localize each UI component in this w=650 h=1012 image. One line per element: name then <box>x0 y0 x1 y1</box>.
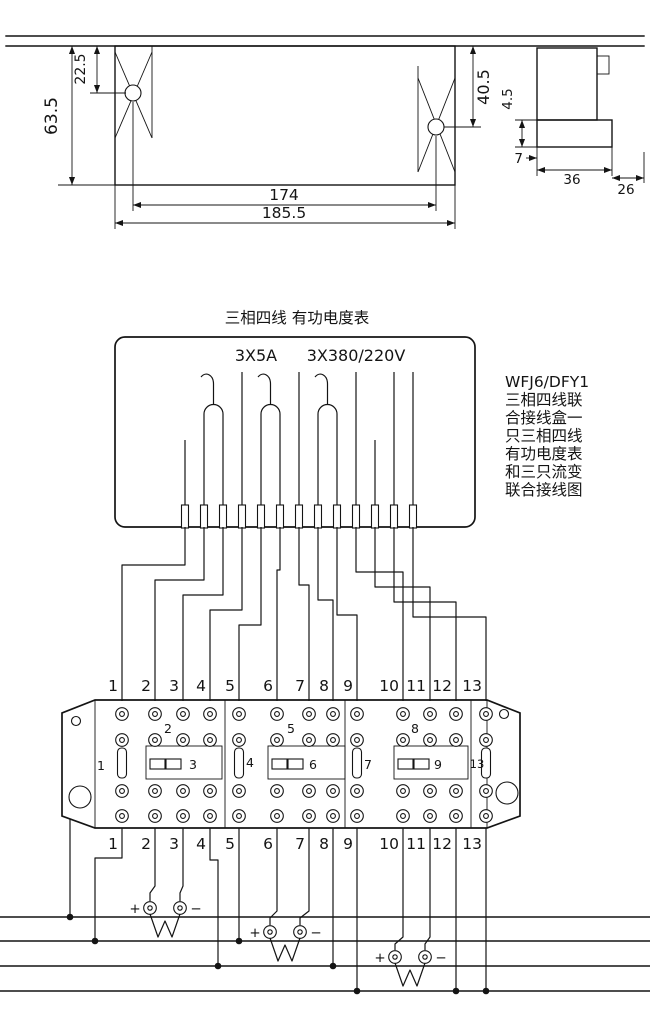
ct-phase-c <box>388 950 432 987</box>
dimension-drawing: 63.5 22.5 40.5 174 185.5 <box>5 35 645 229</box>
note-line: 三相四线联 <box>505 391 583 409</box>
terminal-number-top: 8 <box>319 677 329 695</box>
dim-side-lip: 4.5 <box>500 88 516 109</box>
terminal-block: 1 2 3 4 5 6 7 8 9 13 <box>61 699 521 829</box>
terminal-number-bottom: 9 <box>343 835 353 853</box>
link-label: 3 <box>189 757 197 772</box>
bottom-wiring <box>69 819 487 991</box>
dim-side-edge: 26 <box>617 182 634 198</box>
polarity-plus: + <box>129 901 140 917</box>
meter-rating-voltage: 3X380/220V <box>307 346 406 365</box>
terminal-number-bottom: 1 <box>108 835 118 853</box>
terminal-number-bottom: 2 <box>141 835 151 853</box>
link-label: 8 <box>411 721 419 736</box>
terminal-number-top: 4 <box>196 677 206 695</box>
schematic: 三相四线 有功电度表 3X5A 3X380/220V <box>0 309 650 995</box>
note-line: 和三只流变 <box>505 463 583 481</box>
ct-phase-b <box>263 925 307 962</box>
mounting-hole-left <box>124 84 142 102</box>
polarity-minus: − <box>310 925 321 941</box>
mounting-hole-big-left <box>68 785 92 809</box>
terminal-number-top: 7 <box>295 677 305 695</box>
link-label: 5 <box>287 721 295 736</box>
terminal-number-bottom: 13 <box>462 835 482 853</box>
polarity-minus: − <box>190 901 201 917</box>
link-boxes <box>116 745 492 780</box>
terminal-number-bottom: 11 <box>406 835 426 853</box>
dim-hole-spacing: 174 <box>269 186 299 204</box>
dim-overall-width: 185.5 <box>262 204 306 222</box>
meter-box: 3X5A 3X380/220V <box>114 336 476 529</box>
dim-hole-offset-right: 40.5 <box>474 69 493 105</box>
meter-rating-current: 3X5A <box>235 346 277 365</box>
terminal-number-bottom: 10 <box>379 835 399 853</box>
mounting-hole-small-right <box>498 708 510 720</box>
link-labels: 1 2 3 4 5 6 7 8 9 13 <box>97 721 484 773</box>
link-label: 4 <box>246 755 254 770</box>
terminal-number-top: 10 <box>379 677 399 695</box>
note-line: 只三相四线 <box>505 427 583 445</box>
terminal-number-bottom: 6 <box>263 835 273 853</box>
terminal-number-top: 2 <box>141 677 151 695</box>
note-text: WFJ6/DFY1 三相四线联 合接线盒一 只三相四线 有功电度表 和三只流变 … <box>505 373 589 499</box>
schematic-title: 三相四线 有功电度表 <box>225 309 369 327</box>
terminal-numbers-bottom: 1 2 3 4 5 6 7 8 9 10 11 12 13 <box>108 835 482 853</box>
polarity-plus: + <box>374 950 385 966</box>
meter-terminal-stubs <box>180 504 418 529</box>
dim-side-depth: 36 <box>563 172 580 188</box>
current-transformers: + − + − + − <box>129 901 447 987</box>
mounting-hole-right <box>427 118 445 136</box>
bus-lines <box>0 916 650 992</box>
link-label: 2 <box>164 721 172 736</box>
polarity-plus: + <box>249 925 260 941</box>
top-view <box>5 35 645 186</box>
terminal-numbers-top: 1 2 3 4 5 6 7 8 9 10 11 12 13 <box>108 677 482 695</box>
terminal-number-top: 11 <box>406 677 426 695</box>
dimension-lines: 63.5 22.5 40.5 174 185.5 <box>42 46 493 229</box>
terminal-number-bottom: 4 <box>196 835 206 853</box>
terminal-number-bottom: 8 <box>319 835 329 853</box>
note-line: 合接线盒一 <box>505 409 583 427</box>
link-label: 9 <box>434 757 442 772</box>
terminal-number-bottom: 5 <box>225 835 235 853</box>
dim-hole-offset-left: 22.5 <box>73 53 89 84</box>
terminal-number-top: 1 <box>108 677 118 695</box>
link-label: 6 <box>309 757 317 772</box>
terminal-number-top: 5 <box>225 677 235 695</box>
meter-internal-wiring <box>184 372 414 505</box>
note-line: 联合接线图 <box>505 481 583 499</box>
terminal-number-bottom: 12 <box>432 835 452 853</box>
fan-wires <box>121 527 487 701</box>
terminal-number-bottom: 7 <box>295 835 305 853</box>
link-label: 13 <box>470 757 485 771</box>
note-line: 有功电度表 <box>505 445 583 463</box>
ct-phase-a <box>143 901 187 938</box>
dim-overall-height: 63.5 <box>42 97 62 135</box>
link-label: 7 <box>364 757 372 772</box>
terminal-number-top: 13 <box>462 677 482 695</box>
terminal-number-top: 3 <box>169 677 179 695</box>
dim-side-offset: 7 <box>514 151 523 167</box>
junction-dots <box>66 913 490 995</box>
side-view: 4.5 7 36 26 <box>500 47 645 198</box>
terminal-number-top: 12 <box>432 677 452 695</box>
note-line: WFJ6/DFY1 <box>505 373 589 391</box>
terminal-number-top: 9 <box>343 677 353 695</box>
polarity-minus: − <box>435 950 446 966</box>
mounting-hole-big-right <box>495 781 519 805</box>
link-label: 1 <box>97 758 105 773</box>
terminal-number-top: 6 <box>263 677 273 695</box>
mounting-hole-small-left <box>70 715 82 727</box>
terminal-number-bottom: 3 <box>169 835 179 853</box>
